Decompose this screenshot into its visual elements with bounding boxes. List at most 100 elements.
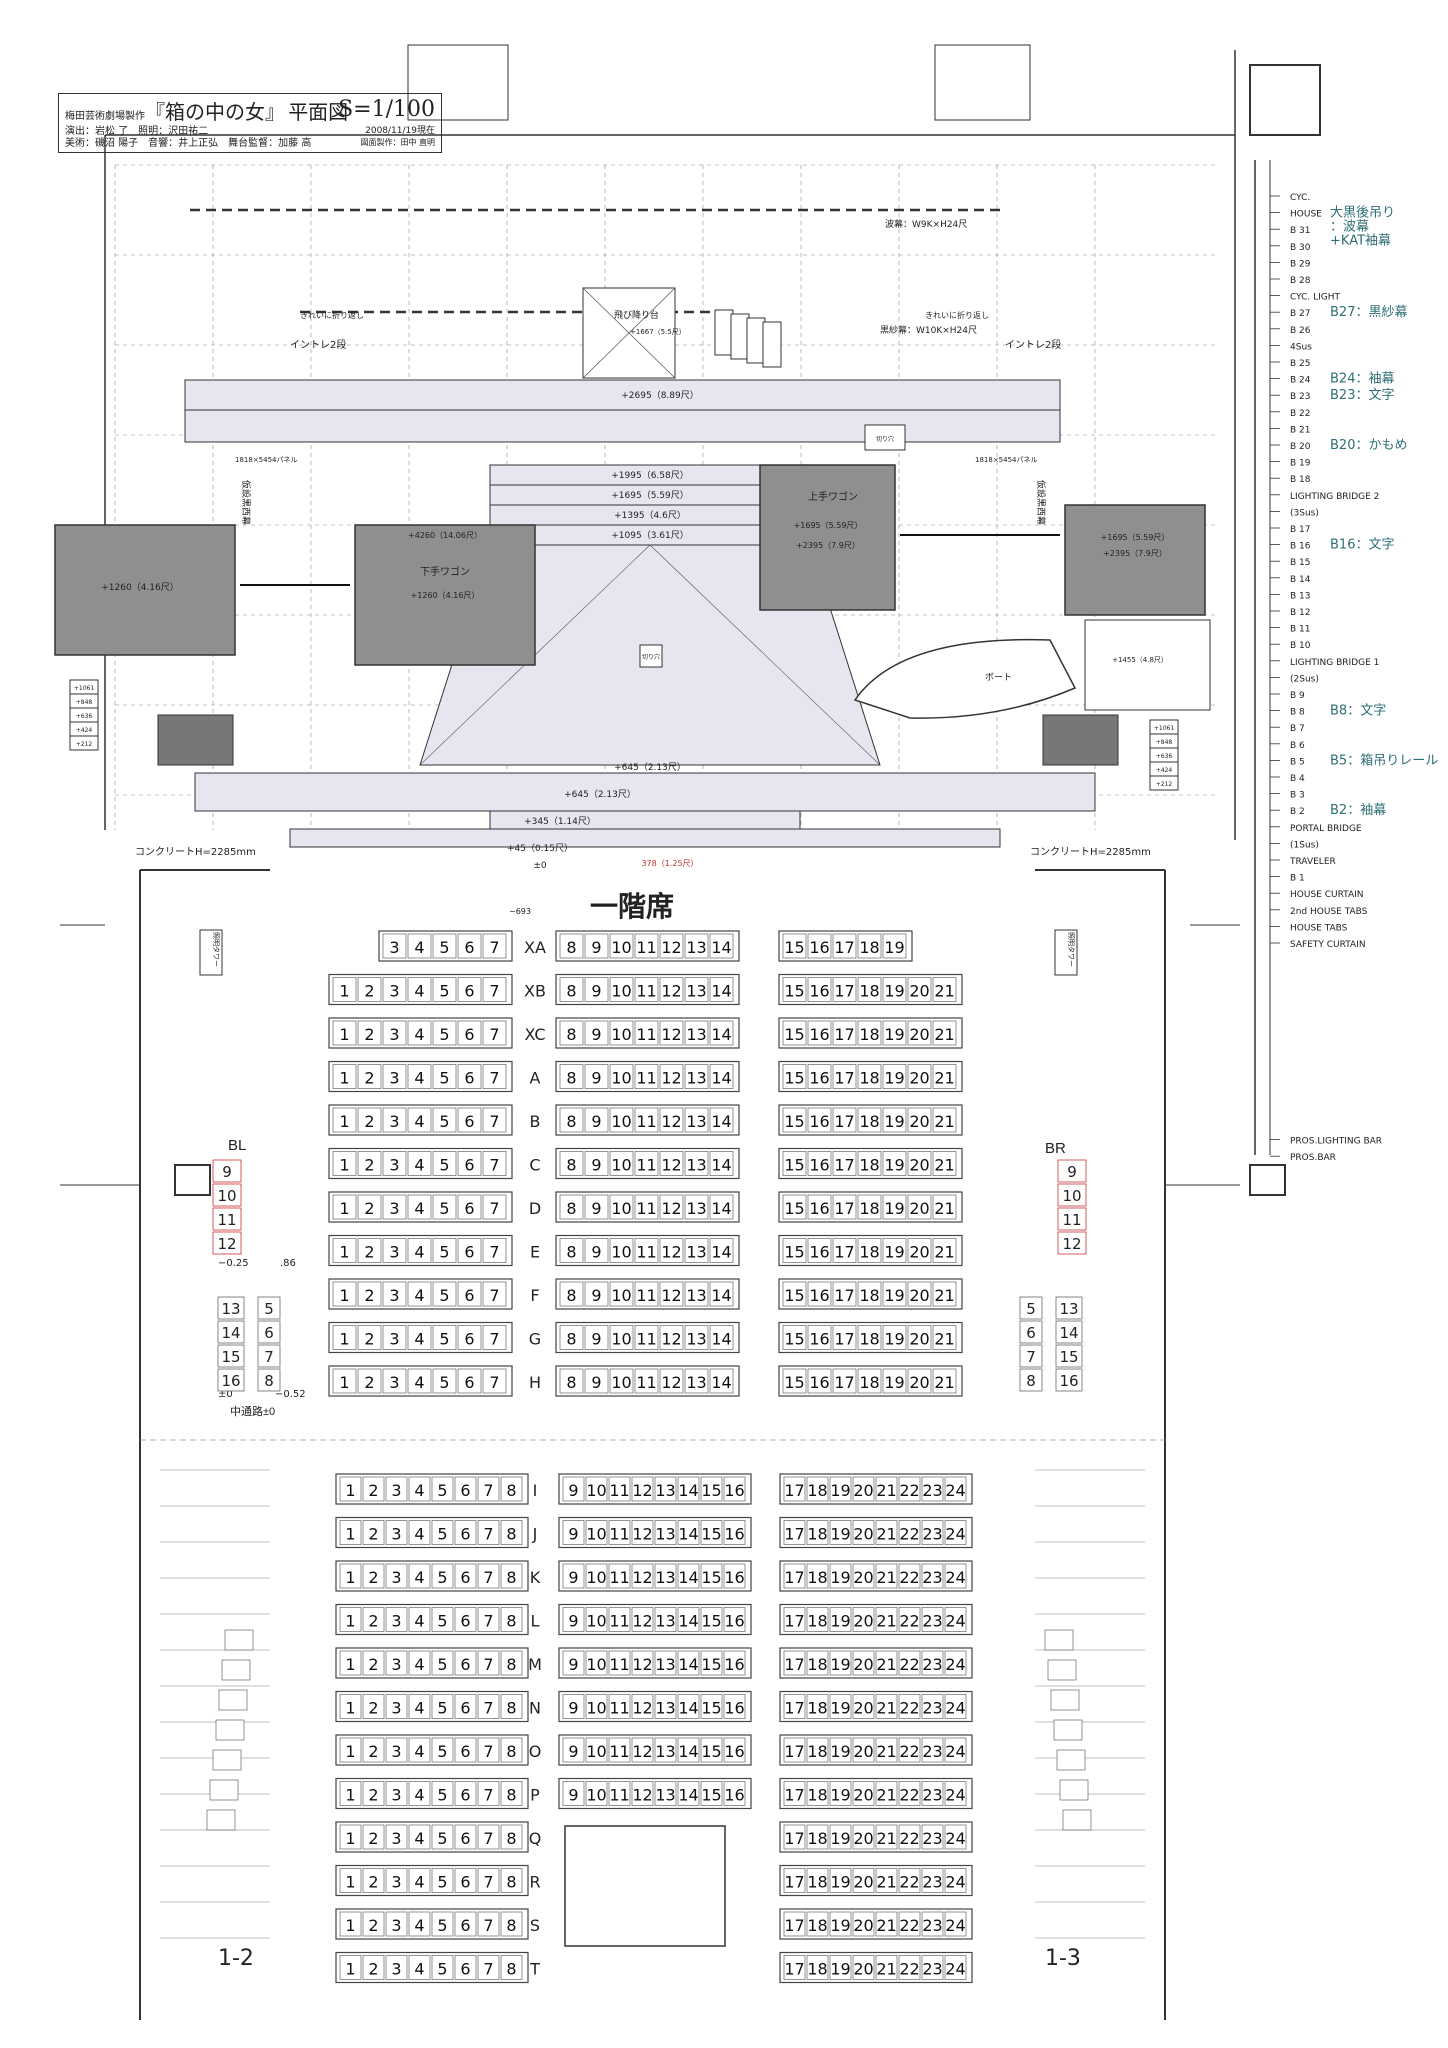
fly-line-label: (3Sus)	[1290, 508, 1319, 518]
seat-number: 19	[830, 1699, 850, 1718]
seat	[882, 933, 907, 959]
seat	[944, 1563, 967, 1589]
box-seat-number: 15	[1059, 1348, 1078, 1366]
seat	[852, 1911, 875, 1937]
rear-right-block	[779, 1603, 973, 1636]
seat	[585, 1650, 608, 1676]
seat-number: 17	[784, 1525, 804, 1544]
seat-number: 7	[489, 1243, 499, 1262]
front-left-block	[328, 1017, 513, 1049]
front-right-block	[778, 973, 963, 1006]
seat	[907, 1194, 932, 1220]
seat	[921, 1563, 944, 1589]
deck-45	[289, 828, 1001, 848]
seat-number: 2	[364, 1243, 374, 1262]
seat	[684, 1325, 709, 1350]
seat	[806, 1607, 829, 1632]
seat	[407, 1064, 432, 1089]
rear-right-block	[779, 1473, 973, 1505]
seat	[829, 1868, 852, 1893]
box-seat-number: 7	[264, 1348, 274, 1366]
seat-number: 11	[636, 1286, 656, 1305]
seat-number: 21	[876, 1525, 896, 1544]
seat	[631, 1476, 654, 1502]
fly-line-label: B 2	[1290, 807, 1305, 817]
seat-number: 17	[834, 982, 854, 1001]
box-seat-number: 16	[1059, 1372, 1078, 1390]
seat	[385, 1955, 408, 1980]
seat	[898, 1476, 921, 1502]
deck-level-45: +45（0.15尺）	[507, 843, 573, 854]
seat-number: 19	[830, 1481, 850, 1500]
row-letter: S	[530, 1916, 540, 1935]
seat-number: 7	[489, 1199, 499, 1218]
seat	[882, 1107, 907, 1133]
seat	[783, 1650, 806, 1676]
seat	[783, 1955, 806, 1980]
offstage-right-wagon-level-a: +1695（5.59尺）	[1101, 533, 1170, 542]
seat	[431, 1737, 454, 1763]
seat-number: 22	[899, 1916, 919, 1935]
box-level-052: −0.52	[275, 1389, 306, 1400]
seat	[921, 1781, 944, 1806]
seat-number: 2	[364, 1069, 374, 1088]
seat	[408, 1607, 431, 1632]
stage-left-wagon	[354, 524, 536, 666]
seat	[431, 1824, 454, 1850]
seat-number: 12	[661, 1112, 681, 1131]
seat-number: 2	[368, 1612, 378, 1631]
seat	[362, 1607, 385, 1632]
seat	[477, 1650, 500, 1676]
seat	[723, 1694, 746, 1719]
corner-pillar-upper-right	[1249, 64, 1321, 136]
seat	[385, 1563, 408, 1589]
seat-number: 16	[724, 1786, 744, 1805]
seat	[454, 1737, 477, 1763]
seat	[875, 1737, 898, 1763]
side-seat-right	[1059, 1779, 1089, 1801]
pillar-right-mid	[1249, 1164, 1286, 1196]
deck-645	[194, 772, 1096, 812]
seat-number: 3	[389, 1330, 399, 1349]
box-seat-right	[1019, 1320, 1043, 1344]
box-seat-right	[1057, 1159, 1087, 1183]
seat	[562, 1781, 585, 1806]
seat	[806, 1911, 829, 1937]
rear-right-block	[779, 1821, 973, 1853]
seat	[832, 977, 857, 1002]
seat-number: 19	[884, 938, 904, 957]
front-center-block	[555, 1060, 740, 1093]
seat-number: 17	[834, 1156, 854, 1175]
fly-line-note: 大黒後吊り	[1330, 206, 1395, 221]
seat	[875, 1520, 898, 1545]
seat-number: 4	[414, 1829, 424, 1848]
seat	[432, 977, 457, 1002]
seat	[608, 1737, 631, 1763]
seat-number: 10	[611, 1243, 631, 1262]
front-center-block	[555, 1104, 740, 1136]
seat-number: 15	[784, 982, 804, 1001]
fly-line-label: B 27	[1290, 309, 1311, 319]
seat-number: 17	[784, 1612, 804, 1631]
front-right-block	[778, 1147, 963, 1180]
front-center-block	[555, 1017, 740, 1049]
seat	[659, 1368, 684, 1394]
seat	[907, 1020, 932, 1046]
seat	[562, 1694, 585, 1719]
seat-number: 23	[922, 1829, 942, 1848]
seat	[857, 1020, 882, 1046]
seat	[385, 1781, 408, 1806]
fly-line-label: B 4	[1290, 774, 1305, 784]
seat-number: 14	[678, 1786, 698, 1805]
seat-number: 11	[609, 1568, 629, 1587]
seat-number: 15	[784, 1373, 804, 1392]
seat-number: 3	[391, 1568, 401, 1587]
deck-level-1395: +1395（4.6尺）	[614, 510, 686, 521]
seat	[609, 1325, 634, 1350]
credits-line-2: 美術：磯沼 陽子 音響：井上正弘 舞台監督：加藤 高	[65, 138, 312, 149]
seat	[782, 1238, 807, 1263]
seat-number: 9	[568, 1655, 578, 1674]
seat-number: 24	[945, 1916, 965, 1935]
seat	[339, 1520, 362, 1545]
fly-line-label: 2nd HOUSE TABS	[1290, 907, 1368, 917]
